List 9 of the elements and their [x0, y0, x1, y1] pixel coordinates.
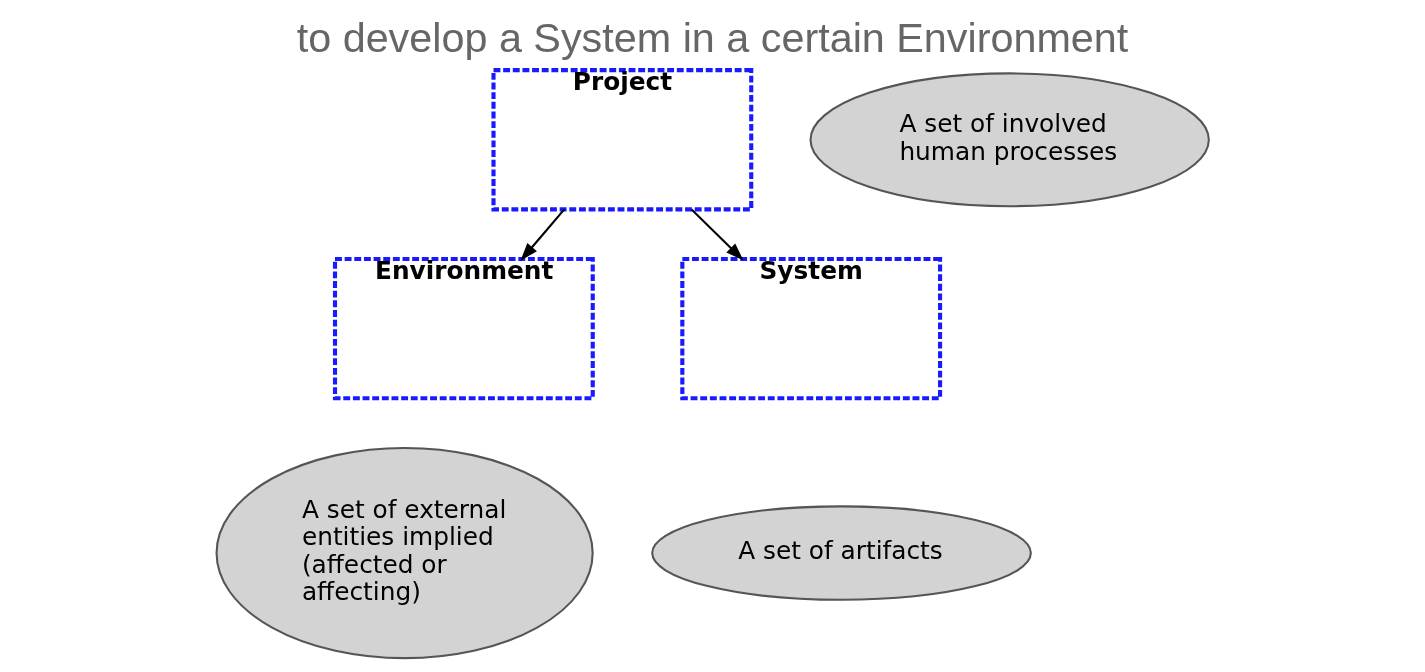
node-box: Environment	[332, 256, 595, 401]
node-ellipse: A set of involved human processes	[809, 72, 1210, 208]
node-box: Project	[491, 68, 754, 212]
node-box: System	[680, 256, 943, 401]
arrow	[520, 208, 566, 261]
node-ellipse: A set of external entities implied (affected or affecting)	[215, 446, 594, 660]
diagram-title: to develop a System in a certain Environment	[296, 15, 1129, 62]
node-ellipse: A set of artifacts	[651, 505, 1032, 601]
arrow	[690, 208, 744, 261]
